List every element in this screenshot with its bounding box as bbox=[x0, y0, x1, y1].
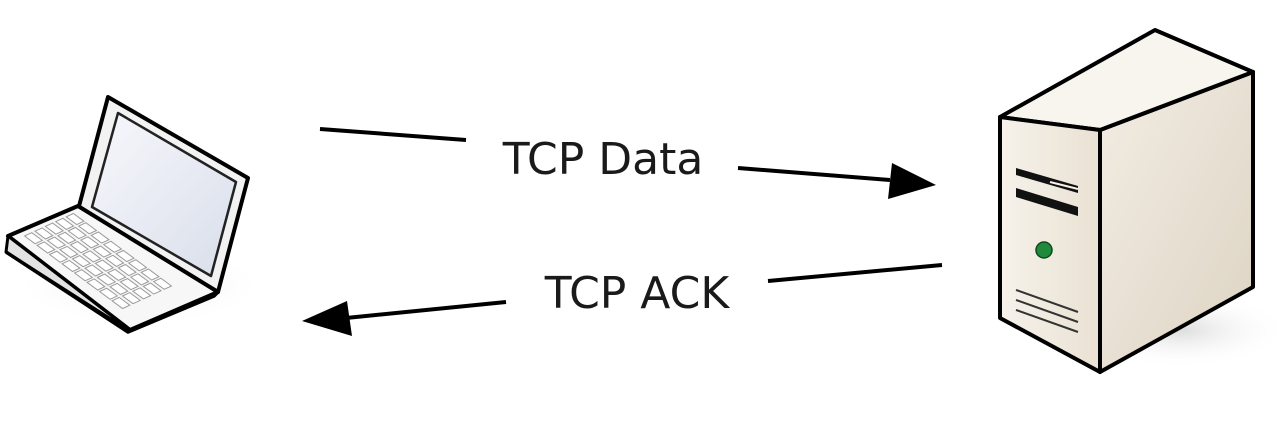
keyboard-key bbox=[84, 264, 104, 277]
laptop-screen bbox=[90, 111, 238, 278]
message-tcp-ack: TCP ACK bbox=[302, 263, 943, 336]
keyboard-key bbox=[65, 212, 85, 226]
keyboard-key bbox=[98, 287, 119, 300]
keyboard-key bbox=[104, 254, 125, 267]
arrow-line-segment bbox=[345, 300, 507, 320]
keyboard-key bbox=[46, 236, 67, 249]
keyboard-key bbox=[61, 259, 81, 273]
keyboard-key bbox=[34, 227, 54, 240]
keyboard-key bbox=[48, 250, 69, 263]
drive-bay bbox=[1016, 168, 1078, 193]
keyboard-key bbox=[106, 268, 127, 281]
keyboard-key bbox=[115, 249, 135, 263]
keyboard-key bbox=[117, 263, 137, 277]
keyboard-key bbox=[152, 277, 173, 290]
keyboard-key bbox=[109, 282, 129, 296]
keyboard-key bbox=[59, 245, 79, 259]
keyboard-key bbox=[69, 241, 90, 254]
server-tower-icon bbox=[998, 28, 1288, 374]
arrow-line-segment bbox=[767, 263, 943, 283]
laptop-keyboard bbox=[23, 212, 173, 310]
keyboard-key bbox=[131, 287, 152, 300]
laptop-icon bbox=[4, 95, 265, 334]
message-label: TCP ACK bbox=[544, 268, 731, 319]
keyboard-key bbox=[140, 268, 160, 281]
keyboard-key bbox=[127, 259, 148, 272]
keyboard-key bbox=[56, 231, 77, 244]
arrow-line-segment bbox=[737, 166, 891, 182]
keyboard-key bbox=[86, 278, 106, 291]
keyboard-key bbox=[36, 241, 56, 254]
keyboard-key bbox=[111, 296, 131, 310]
keyboard-key bbox=[121, 292, 142, 305]
server-vents bbox=[1015, 289, 1079, 333]
arrow-head-left bbox=[302, 301, 352, 336]
keyboard-key bbox=[96, 273, 117, 286]
keyboard-key bbox=[44, 222, 65, 235]
keyboard-key bbox=[54, 217, 75, 230]
power-led bbox=[1035, 241, 1053, 259]
keyboard-key bbox=[23, 232, 44, 245]
keyboard-key bbox=[77, 222, 98, 235]
drive-bay bbox=[1016, 188, 1078, 216]
keyboard-key bbox=[81, 250, 102, 263]
message-label: TCP Data bbox=[502, 134, 704, 185]
keyboard-key bbox=[73, 269, 94, 282]
keyboard-key bbox=[119, 278, 140, 291]
arrow-head-right bbox=[888, 163, 936, 199]
message-tcp-data: TCP Data bbox=[319, 127, 936, 199]
keyboard-key bbox=[129, 273, 150, 286]
keyboard-key bbox=[79, 236, 100, 249]
keyboard-key bbox=[92, 245, 112, 258]
arrow-line-segment bbox=[319, 127, 467, 142]
keyboard-key bbox=[71, 255, 92, 268]
keyboard-key bbox=[67, 226, 87, 240]
keyboard-key bbox=[102, 240, 123, 253]
keyboard-key bbox=[94, 259, 115, 272]
keyboard-key bbox=[142, 282, 162, 295]
keyboard-key bbox=[90, 231, 110, 244]
